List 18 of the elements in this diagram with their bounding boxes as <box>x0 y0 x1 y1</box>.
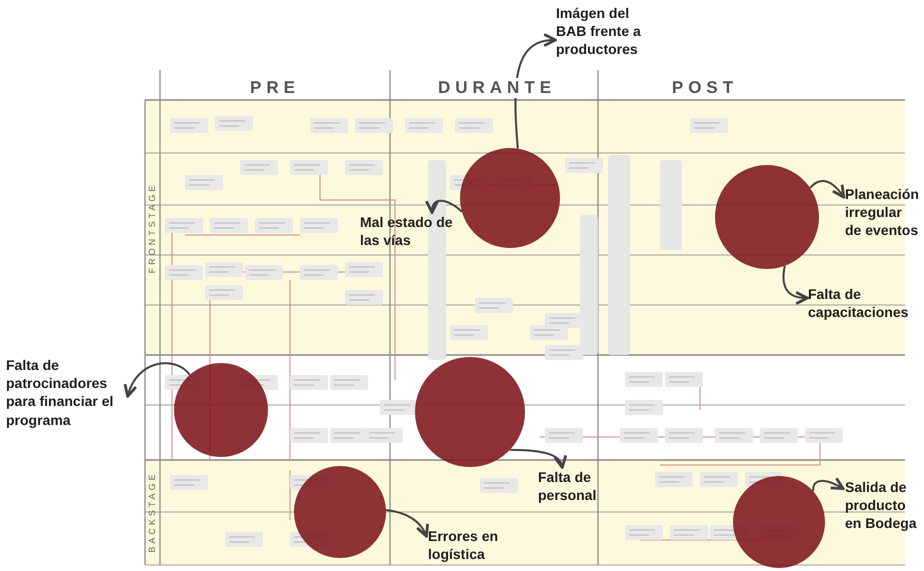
curved-arrow <box>426 199 463 214</box>
pain-point-label: Falta de patrocinadores para financiar el programa <box>6 356 126 429</box>
pain-point-label: Falta de personal <box>538 468 614 504</box>
pain-point-label: Mal estado de las vías <box>360 213 468 250</box>
pain-point-label: Imágen del BAB frente a productores <box>556 4 656 59</box>
pain-point-label: Planeación irregular de eventos <box>845 185 921 240</box>
stage-label: FRONTSTAGE <box>147 182 157 274</box>
curved-arrow <box>386 509 428 538</box>
curved-arrow <box>124 362 191 398</box>
stage-label: BACKSTAGE <box>147 471 157 553</box>
curved-arrow <box>514 34 557 149</box>
curved-arrow <box>782 266 809 305</box>
pain-point-label: Falta de capacitaciones <box>808 285 920 322</box>
pain-point-label: Errores en logística <box>428 527 520 564</box>
pain-point-label: Salida de producto en Bodega <box>845 478 924 533</box>
curved-arrow <box>812 476 845 492</box>
curved-arrow <box>809 180 846 199</box>
curved-arrow <box>510 448 566 469</box>
